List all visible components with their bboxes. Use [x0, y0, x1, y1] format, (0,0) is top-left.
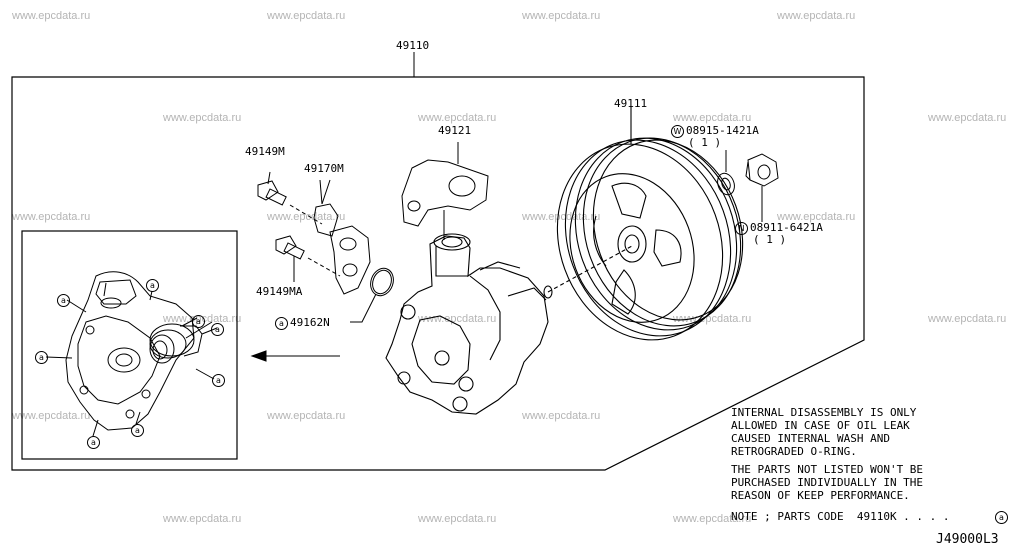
watermark: www.epcdata.ru [928, 313, 1007, 325]
cover-plate-drawing [65, 271, 195, 431]
connector-label: 49170M [304, 162, 344, 175]
connector-drawing [313, 179, 371, 295]
watermark: www.epcdata.ru [418, 112, 497, 124]
note-line: NOTE ; PARTS CODE 49110K . . . . [731, 510, 950, 523]
watermark: www.epcdata.ru [673, 313, 752, 325]
watermark: www.epcdata.ru [777, 10, 856, 22]
watermark: www.epcdata.ru [777, 211, 856, 223]
watermark: www.epcdata.ru [163, 112, 242, 124]
pulley-label: 49111 [614, 97, 648, 110]
watermark: www.epcdata.ru [522, 410, 601, 422]
note-line: PURCHASED INDIVIDUALLY IN THE [731, 476, 924, 489]
bolt-lower-drawing [275, 235, 341, 282]
watermark: www.epcdata.ru [928, 112, 1007, 124]
bolt-upper-drawing [257, 171, 323, 225]
watermark: www.epcdata.ru [522, 211, 601, 223]
watermark: www.epcdata.ru [12, 410, 91, 422]
callout-symbol: a [275, 317, 288, 330]
watermark: www.epcdata.ru [12, 10, 91, 22]
callout-symbol: a [192, 315, 205, 328]
watermark: www.epcdata.ru [267, 410, 346, 422]
detail-arrowhead [250, 350, 267, 362]
note-line: INTERNAL DISASSEMBLY IS ONLY [731, 406, 917, 419]
washer-qty-label: ( 1 ) [688, 136, 722, 149]
inset-box [21, 230, 238, 460]
pulley-drawing [556, 106, 744, 341]
callout-symbol: a [211, 323, 224, 336]
watermark: www.epcdata.ru [673, 112, 752, 124]
nut-qty-label: ( 1 ) [753, 233, 787, 246]
washer-drawing [717, 150, 735, 196]
bolt-lower-label: 49149MA [256, 285, 303, 298]
callout-symbol: a [146, 279, 159, 292]
bolt-upper-label: 49149M [245, 145, 285, 158]
nut-symbol: N [735, 222, 748, 235]
note-line: REASON OF KEEP PERFORMANCE. [731, 489, 910, 502]
note-line: CAUSED INTERNAL WASH AND [731, 432, 890, 445]
bracket-drawing [401, 142, 489, 240]
washer-code-label: 08915-1421A [686, 124, 759, 137]
pump-body-drawing [385, 233, 633, 415]
oring-drawing [350, 267, 394, 323]
assembly-frame [11, 76, 865, 471]
watermark: www.epcdata.ru [163, 513, 242, 525]
diagram-id: J49000L3 [936, 532, 999, 547]
nut-drawing [745, 153, 779, 222]
callout-symbol: a [87, 436, 100, 449]
watermark: www.epcdata.ru [267, 10, 346, 22]
callout-symbol: a [212, 374, 225, 387]
callout-symbol: a [57, 294, 70, 307]
watermark: www.epcdata.ru [418, 513, 497, 525]
note-line: THE PARTS NOT LISTED WON'T BE [731, 463, 924, 476]
watermark: www.epcdata.ru [267, 211, 346, 223]
watermark: www.epcdata.ru [673, 513, 752, 525]
note-symbol: a [995, 511, 1008, 524]
note-line: ALLOWED IN CASE OF OIL LEAK [731, 419, 910, 432]
note-line: RETROGRADED O-RING. [731, 445, 857, 458]
assembly-part-label: 49110 [396, 39, 430, 52]
callout-symbol: a [35, 351, 48, 364]
nut-code-label: 08911-6421A [750, 221, 823, 234]
oring-label: 49162N [290, 316, 330, 329]
washer-symbol: W [671, 125, 684, 138]
watermark: www.epcdata.ru [12, 211, 91, 223]
watermark: www.epcdata.ru [522, 10, 601, 22]
bracket-label: 49121 [438, 124, 472, 137]
callout-symbol: a [131, 424, 144, 437]
